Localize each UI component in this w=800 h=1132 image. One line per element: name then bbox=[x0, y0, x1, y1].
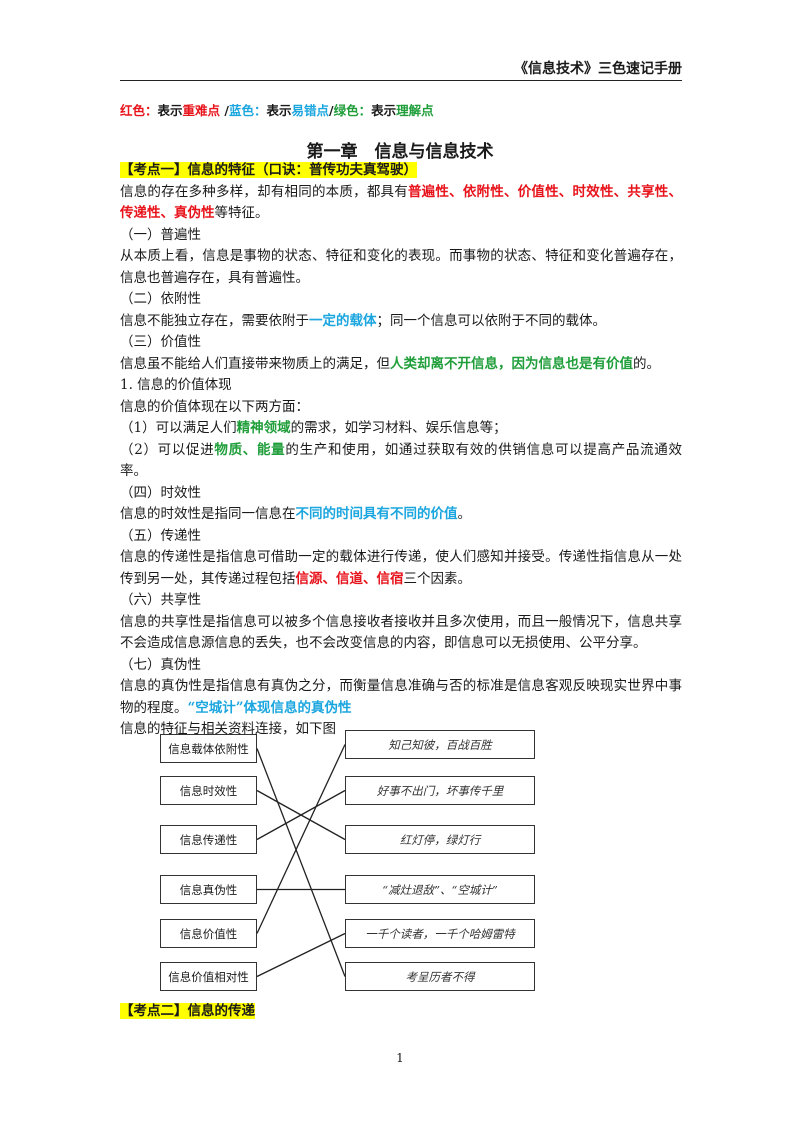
legend-red-label: 红色： bbox=[120, 103, 158, 118]
connector-line-6 bbox=[256, 932, 346, 978]
header-rule bbox=[120, 80, 682, 81]
connector-line-1 bbox=[256, 748, 346, 977]
paragraph-transmissibility: 信息的传递性是指信息可借助一定的载体进行传递，使人们感知并接受。传递性指信息从一… bbox=[120, 549, 682, 587]
section-1: 【考点一】信息的特征（口诀：普传功夫真驾驶） 信息的存在多种多样，却有相同的本质… bbox=[120, 160, 682, 741]
subheading-authenticity: （七）真伪性 bbox=[120, 656, 201, 673]
paragraph-universality: 从本质上看，信息是事物的状态、特征和变化的表现。而事物的状态、特征和变化普遍存在… bbox=[120, 248, 682, 286]
left-box-transmissibility: 信息传递性 bbox=[160, 825, 257, 854]
header-title: 《信息技术》三色速记手册 bbox=[514, 61, 682, 77]
subheading-value: （三）价值性 bbox=[120, 334, 201, 350]
legend-blue-desc: 表示 bbox=[266, 103, 292, 118]
left-box-relative-value: 信息价值相对性 bbox=[160, 962, 257, 991]
legend-green-desc: 表示 bbox=[371, 103, 397, 118]
connector-line-3 bbox=[256, 789, 346, 841]
section-2: 【考点二】信息的传递 bbox=[120, 1001, 255, 1022]
subheading-dependency: （二）依附性 bbox=[120, 291, 201, 307]
color-legend: 红色：表示重难点 /蓝色：表示易错点/绿色：表示理解点 bbox=[120, 100, 434, 119]
subheading-timeliness: （四）时效性 bbox=[120, 484, 201, 501]
value-subheading: 1. 信息的价值体现 bbox=[120, 377, 232, 393]
right-box-3: 红灯停，绿灯行 bbox=[345, 825, 535, 854]
value-subtext: 信息的价值体现在以下两方面： bbox=[120, 398, 309, 415]
paragraph-dependency: 信息不能独立存在，需要依附于一定的载体；同一个信息可以依附于不同的载体。 bbox=[120, 312, 606, 329]
legend-blue-label: 蓝色： bbox=[228, 103, 267, 118]
legend-sep2: / bbox=[329, 103, 334, 118]
legend-green-label: 绿色： bbox=[333, 103, 372, 118]
right-box-1: 知己知彼，百战百胜 bbox=[345, 730, 535, 759]
subheading-sharing: （六）共享性 bbox=[120, 592, 201, 608]
subheading-transmissibility: （五）传递性 bbox=[120, 527, 201, 544]
connector-line-5 bbox=[256, 744, 346, 934]
right-box-6: 考呈历者不得 bbox=[345, 962, 535, 991]
legend-blue-term: 易错点 bbox=[291, 103, 330, 118]
value-item-1: （1）可以满足人们精神领域的需求，如学习材料、娱乐信息等； bbox=[120, 420, 507, 436]
legend-red-desc: 表示 bbox=[157, 103, 183, 118]
paragraph-sharing: 信息的共享性是指信息可以被多个信息接收者接收并且多次使用，而且一般情况下，信息共… bbox=[120, 613, 682, 652]
connector-lines bbox=[256, 744, 346, 978]
left-box-value: 信息价值性 bbox=[160, 919, 257, 948]
subheading-universality: （一）普遍性 bbox=[120, 226, 201, 243]
legend-green-term: 理解点 bbox=[396, 103, 434, 118]
right-box-4: “减灶退敌”、“空城计” bbox=[345, 875, 535, 904]
right-box-2: 好事不出门，坏事传千里 bbox=[345, 776, 535, 805]
legend-sep1: / bbox=[220, 103, 229, 118]
chapter-title: 第一章 信息与信息技术 bbox=[306, 142, 494, 162]
intro-paragraph: 信息的存在多种多样，却有相同的本质，都具有普遍性、依附性、价值性、时效性、共享性… bbox=[120, 183, 683, 222]
value-item-2: （2）可以促进物质、能量的生产和使用，如通过获取有效的供销信息可以提高产品流通效… bbox=[120, 441, 683, 480]
left-box-dependency: 信息载体依附性 bbox=[160, 734, 257, 763]
page-number: 1 bbox=[396, 1051, 404, 1065]
section-1-heading: 【考点一】信息的特征（口诀：普传功夫真驾驶） bbox=[120, 162, 417, 178]
left-box-timeliness: 信息时效性 bbox=[160, 776, 257, 805]
paragraph-authenticity: 信息的真伪性是指信息有真伪之分，而衡量信息准确与否的标准是信息客观反映现实世界中… bbox=[120, 678, 682, 716]
right-box-5: 一千个读者，一千个哈姆雷特 bbox=[345, 919, 535, 948]
matching-diagram: 信息载体依附性 信息时效性 信息传递性 信息真伪性 信息价值性 信息价值相对性 … bbox=[120, 730, 682, 998]
section-2-heading: 【考点二】信息的传递 bbox=[120, 1003, 255, 1019]
figure-caption: 信息的特征与相关资料连接，如下图 bbox=[120, 721, 336, 737]
legend-red-term: 重难点 bbox=[182, 103, 221, 118]
paragraph-timeliness: 信息的时效性是指同一信息在不同的时间具有不同的价值。 bbox=[120, 506, 471, 522]
left-box-authenticity: 信息真伪性 bbox=[160, 875, 257, 904]
paragraph-value: 信息虽不能给人们直接带来物质上的满足，但人类却离不开信息，因为信息也是有价值的。 bbox=[120, 355, 660, 372]
